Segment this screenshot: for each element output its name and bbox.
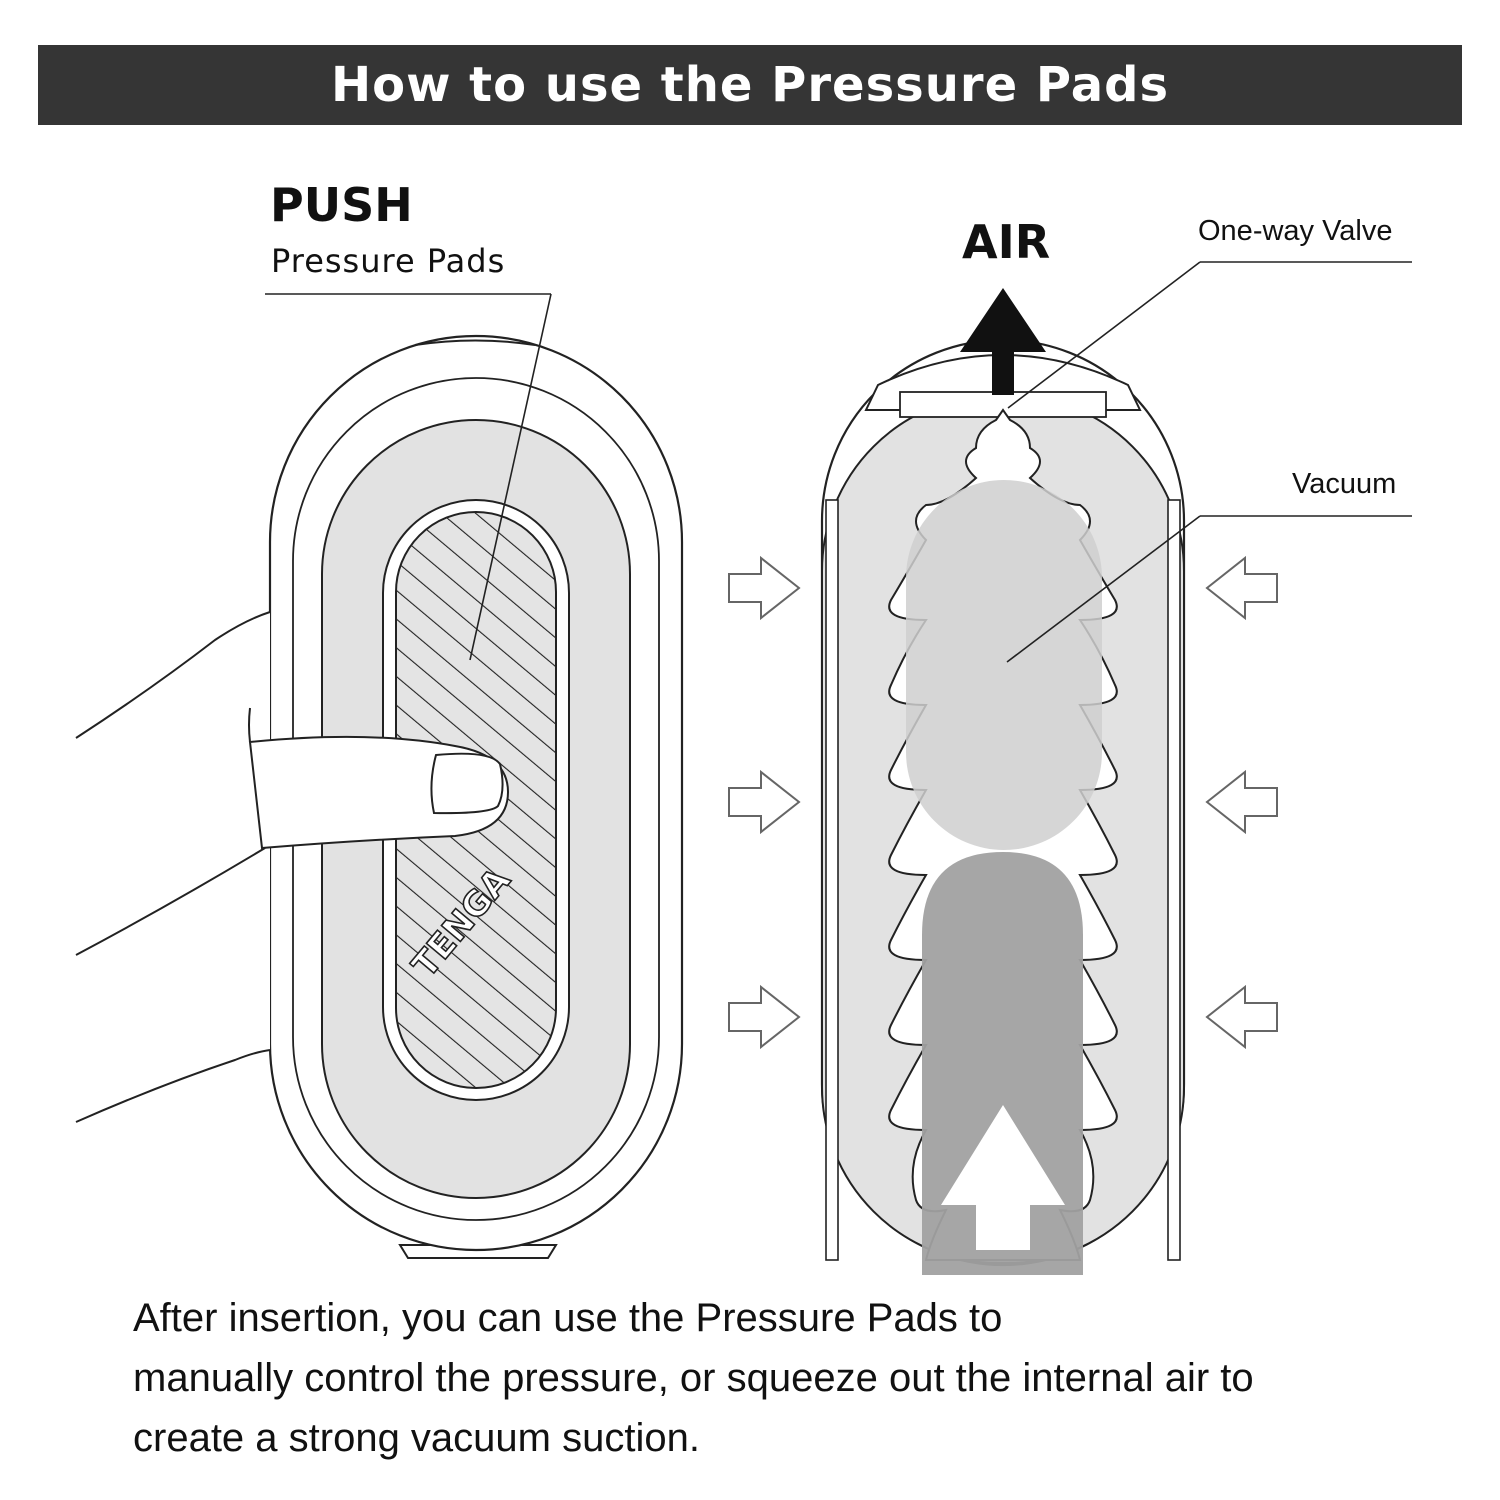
push-arrow-right-icon: [728, 984, 801, 1050]
push-arrow-right-icon: [728, 555, 801, 621]
caption: After insertion, you can use the Pressur…: [133, 1288, 1433, 1468]
push-arrow-left-icon: [1205, 769, 1278, 835]
pressure-pads-leader: [265, 293, 552, 661]
cross-section: [820, 288, 1186, 1275]
header-bar: How to use the Pressure Pads: [38, 45, 1462, 125]
air-arrow-up-icon: [960, 288, 1046, 395]
push-label: PUSH: [270, 178, 413, 232]
vacuum-label: Vacuum: [1292, 468, 1397, 500]
caption-line: manually control the pressure, or squeez…: [133, 1356, 1254, 1400]
caption-line: create a strong vacuum suction.: [133, 1416, 700, 1460]
push-arrow-right-icon: [728, 769, 801, 835]
push-arrows: [728, 555, 1278, 1050]
pressure-pads-label: Pressure Pads: [271, 242, 506, 280]
page-title: How to use the Pressure Pads: [330, 57, 1170, 113]
callout-leaders: [1006, 261, 1412, 663]
hand-illustration: [75, 611, 510, 1123]
push-arrow-left-icon: [1205, 984, 1278, 1050]
vacuum-region: [906, 480, 1102, 850]
push-arrow-left-icon: [1205, 555, 1278, 621]
insert-arrow-icon: [941, 1105, 1065, 1250]
one-way-valve-label: One-way Valve: [1198, 215, 1393, 247]
air-label: AIR: [962, 215, 1051, 269]
caption-line: After insertion, you can use the Pressur…: [133, 1296, 1003, 1340]
